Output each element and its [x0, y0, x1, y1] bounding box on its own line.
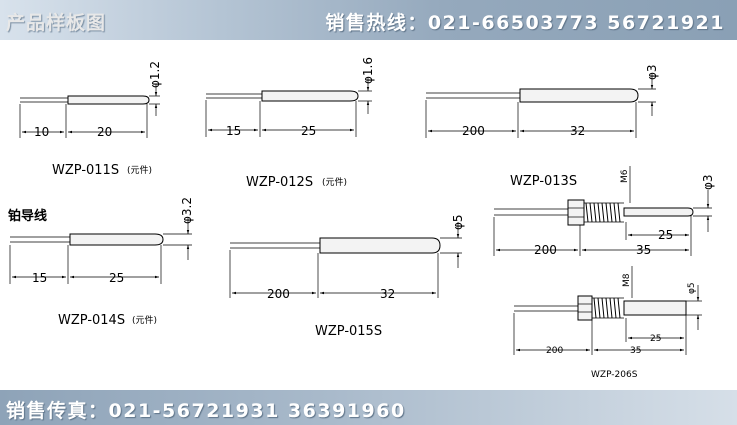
- product-drawings: 10 20 φ1.2 WZP-011S (元件) 15 25 φ1.6 WZP-…: [8, 57, 715, 380]
- part-wzp-013s-threaded: WZP-013S M6 φ3 25 200 35: [493, 166, 715, 257]
- model-label: WZP-015S: [315, 324, 382, 339]
- dim-length-1: 15: [226, 124, 241, 138]
- dim-length-2: 25: [301, 124, 316, 138]
- model-label: WZP-014S: [58, 313, 125, 328]
- dim-length-1: 15: [32, 271, 47, 285]
- thread-label: M8: [622, 273, 632, 287]
- model-label: WZP-011S: [52, 163, 119, 178]
- dim-diameter: φ5: [687, 282, 697, 294]
- model-note: (元件): [132, 314, 157, 326]
- dim-length-2: 32: [570, 124, 585, 138]
- model-note: (元件): [322, 176, 347, 188]
- model-label: WZP-206S: [591, 370, 638, 380]
- header-bar: 产品样板图 销售热线：021-66503773 56721921: [0, 0, 737, 40]
- sales-hotline: 销售热线：021-66503773 56721921: [325, 12, 725, 34]
- dim-diameter: φ3: [645, 64, 659, 80]
- part-wzp-011s: 10 20 φ1.2 WZP-011S (元件): [19, 61, 162, 178]
- part-wzp-014s: 铂导线 15 25 φ3.2 WZP-014S (元件): [8, 197, 194, 328]
- dim-length-1: 200: [546, 346, 563, 356]
- dim-length-1: 10: [34, 125, 49, 139]
- dim-diameter: φ1.2: [148, 61, 162, 88]
- part-wzp-013s: 200 32 φ3: [425, 64, 659, 138]
- dim-length-3: 25: [658, 228, 673, 242]
- dim-length-1: 200: [267, 287, 290, 301]
- model-label: WZP-013S: [510, 174, 577, 189]
- model-label: WZP-012S: [246, 175, 313, 190]
- footer-bar: 销售传真：021-56721931 36391960: [0, 390, 737, 425]
- part-wzp-012s: 15 25 φ1.6 WZP-012S (元件): [205, 57, 375, 190]
- dim-length-2: 32: [380, 287, 395, 301]
- dim-length-1: 200: [462, 124, 485, 138]
- dim-length-2: 35: [636, 243, 651, 257]
- model-note: (元件): [127, 164, 152, 176]
- dim-diameter: φ1.6: [361, 57, 375, 84]
- dim-length-2: 25: [109, 271, 124, 285]
- dim-diameter: φ3: [701, 174, 715, 190]
- dim-diameter: φ5: [451, 214, 465, 230]
- part-wzp-206s: M8 φ5 25 200 35 WZP-206S: [513, 266, 702, 380]
- dim-length-2: 20: [97, 125, 112, 139]
- dim-length-2: 35: [630, 346, 641, 356]
- sales-fax: 销售传真：021-56721931 36391960: [6, 400, 406, 422]
- platinum-wire-label: 铂导线: [8, 208, 47, 224]
- dim-length-3: 25: [650, 334, 661, 344]
- dim-length-1: 200: [534, 243, 557, 257]
- part-wzp-015s: 200 32 φ5 WZP-015S: [229, 214, 465, 339]
- thread-label: M6: [620, 169, 630, 183]
- dim-diameter: φ3.2: [180, 197, 194, 224]
- page-title: 产品样板图: [6, 12, 107, 34]
